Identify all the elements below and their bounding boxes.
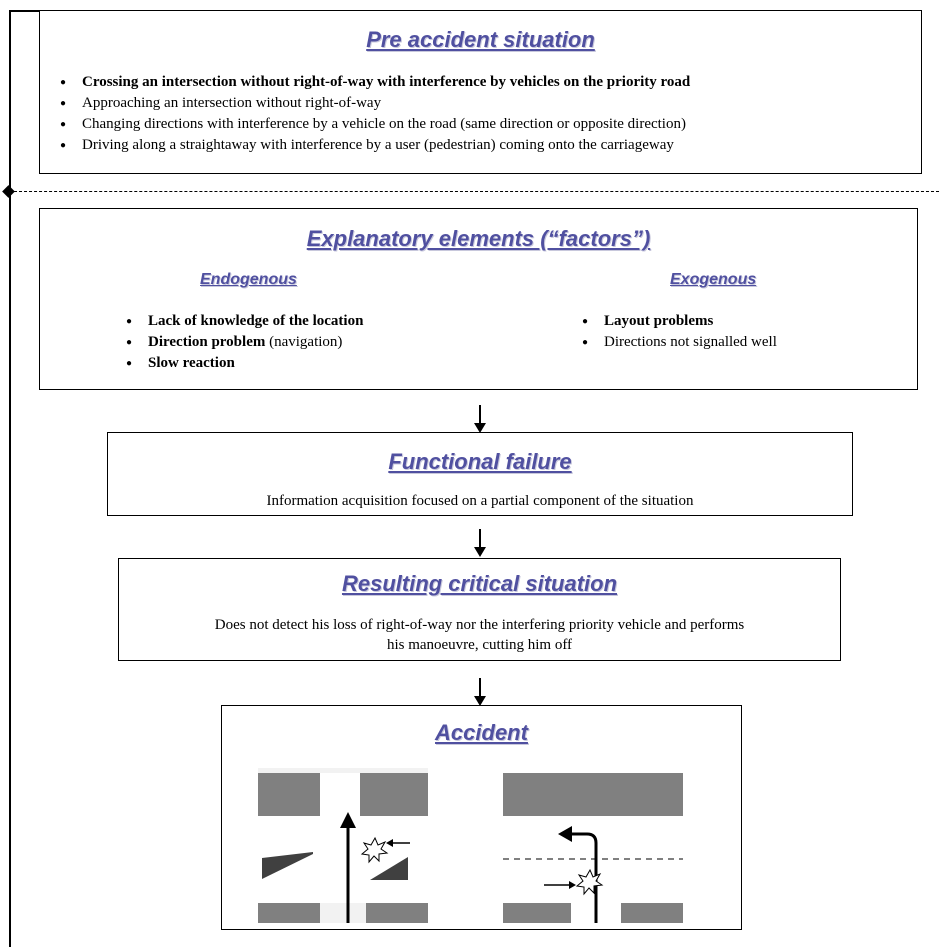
accident-diagram-right bbox=[498, 768, 688, 923]
building-block bbox=[621, 903, 683, 923]
functional-failure-title: Functional failure bbox=[388, 449, 572, 474]
vehicle-wedge bbox=[262, 852, 313, 879]
list-item: Layout problems bbox=[580, 311, 777, 332]
building-block bbox=[258, 903, 320, 923]
pre-accident-box: Pre accident situation Crossing an inter… bbox=[39, 10, 922, 174]
explanatory-title: Explanatory elements (“factors”) bbox=[306, 226, 651, 251]
top-border-line bbox=[9, 10, 39, 12]
exogenous-list: Layout problems Directions not signalled… bbox=[580, 311, 777, 353]
explanatory-box: Explanatory elements (“factors”) Endogen… bbox=[39, 208, 918, 390]
list-item: Direction problem (navigation) bbox=[124, 332, 363, 353]
building-block bbox=[503, 903, 571, 923]
accident-box: Accident bbox=[221, 705, 742, 930]
functional-failure-box: Functional failure Information acquisiti… bbox=[107, 432, 853, 516]
functional-failure-text: Information acquisition focused on a par… bbox=[266, 493, 694, 509]
vehicle-wedge bbox=[370, 857, 408, 880]
exogenous-title: Exogenous bbox=[670, 271, 757, 288]
diamond-marker bbox=[2, 185, 15, 198]
endogenous-list: Lack of knowledge of the location Direct… bbox=[124, 311, 363, 374]
critical-situation-box: Resulting critical situation Does not de… bbox=[118, 558, 841, 661]
critical-situation-line1: Does not detect his loss of right-of-way… bbox=[214, 617, 745, 633]
building-block bbox=[366, 903, 428, 923]
list-item: Approaching an intersection without righ… bbox=[58, 93, 690, 114]
pre-accident-title: Pre accident situation bbox=[366, 27, 595, 52]
list-item: Driving along a straightaway with interf… bbox=[58, 135, 690, 156]
building-block bbox=[360, 773, 428, 816]
accident-diagram-left bbox=[258, 768, 428, 923]
critical-situation-line2: his manoeuvre, cutting him off bbox=[386, 637, 573, 653]
pre-accident-list: Crossing an intersection without right-o… bbox=[58, 72, 690, 156]
accident-title: Accident bbox=[435, 720, 528, 745]
crash-star-icon bbox=[360, 836, 389, 864]
critical-situation-title: Resulting critical situation bbox=[341, 571, 618, 596]
list-item: Changing directions with interference by… bbox=[58, 114, 690, 135]
list-item: Slow reaction bbox=[124, 353, 363, 374]
list-item: Crossing an intersection without right-o… bbox=[58, 72, 690, 93]
flow-arrow-down bbox=[474, 405, 486, 435]
flow-arrow-down bbox=[474, 678, 486, 708]
flow-arrow-down bbox=[474, 529, 486, 559]
building-block bbox=[503, 773, 683, 816]
dashed-separator bbox=[14, 191, 939, 192]
list-item: Directions not signalled well bbox=[580, 332, 777, 353]
crash-star-icon bbox=[575, 868, 604, 896]
endogenous-title: Endogenous bbox=[200, 271, 297, 288]
left-vertical-line bbox=[9, 10, 11, 947]
list-item: Lack of knowledge of the location bbox=[124, 311, 363, 332]
building-block bbox=[258, 773, 320, 816]
